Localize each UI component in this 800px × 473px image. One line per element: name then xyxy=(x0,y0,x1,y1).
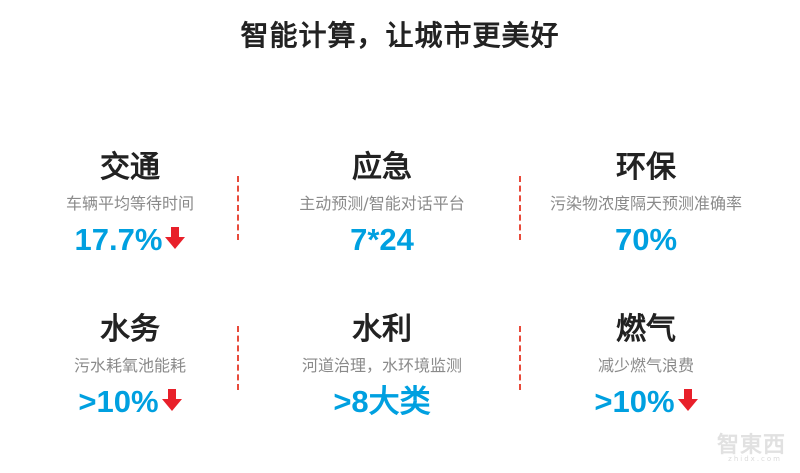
metric-value-row: 17.7% xyxy=(10,220,250,260)
metric-card-traffic: 交通 车辆平均等待时间 17.7% xyxy=(10,148,250,260)
watermark-subtext: zhidx.com xyxy=(728,455,782,463)
metrics-row-1: 交通 车辆平均等待时间 17.7% 应急 主动预测/智能对话平台 7*24 环保… xyxy=(0,148,800,288)
divider xyxy=(237,326,239,390)
metric-card-environment: 环保 污染物浓度隔天预测准确率 70% xyxy=(526,148,766,260)
divider xyxy=(237,176,239,240)
metric-card-emergency: 应急 主动预测/智能对话平台 7*24 xyxy=(262,148,502,260)
metric-card-gas: 燃气 减少燃气浪费 >10% xyxy=(526,310,766,422)
metric-description: 主动预测/智能对话平台 xyxy=(299,194,465,213)
metric-description: 污水耗氧池能耗 xyxy=(73,356,186,375)
metric-value-row: >10% xyxy=(10,382,250,422)
metrics-row-2: 水务 污水耗氧池能耗 >10% 水利 河道治理，水环境监测 >8大类 燃气 减少… xyxy=(0,310,800,450)
metric-value: >10% xyxy=(78,384,159,419)
metric-value: 70% xyxy=(614,222,678,257)
metric-value-row: >10% xyxy=(526,382,766,422)
down-arrow-icon xyxy=(165,219,186,259)
metric-heading: 燃气 xyxy=(616,312,676,347)
metric-description: 减少燃气浪费 xyxy=(597,356,694,375)
metric-value: 17.7% xyxy=(74,222,163,257)
metric-value: >10% xyxy=(594,384,675,419)
metric-value-row: 7*24 xyxy=(262,220,502,260)
metric-card-water-affairs: 水务 污水耗氧池能耗 >10% xyxy=(10,310,250,422)
down-arrow-icon xyxy=(677,381,698,421)
metric-description: 车辆平均等待时间 xyxy=(65,194,194,213)
metric-value: 7*24 xyxy=(350,222,414,257)
divider xyxy=(519,326,521,390)
metric-value: >8大类 xyxy=(333,384,431,419)
metric-card-water-conservancy: 水利 河道治理，水环境监测 >8大类 xyxy=(262,310,502,422)
metric-heading: 水利 xyxy=(352,312,412,347)
metric-value-row: 70% xyxy=(526,220,766,260)
page-title: 智能计算，让城市更美好 xyxy=(240,19,560,52)
watermark-text: 智東西 xyxy=(716,433,786,458)
metric-description: 污染物浓度隔天预测准确率 xyxy=(549,194,742,213)
metric-value-row: >8大类 xyxy=(262,382,502,422)
metric-heading: 应急 xyxy=(352,150,412,185)
metric-heading: 交通 xyxy=(100,150,160,185)
down-arrow-icon xyxy=(161,381,182,421)
watermark-logo: 智東西 zhidx.com xyxy=(666,427,786,463)
metric-heading: 环保 xyxy=(616,150,676,185)
divider xyxy=(519,176,521,240)
metric-description: 河道治理，水环境监测 xyxy=(301,356,462,375)
metric-heading: 水务 xyxy=(100,312,160,347)
